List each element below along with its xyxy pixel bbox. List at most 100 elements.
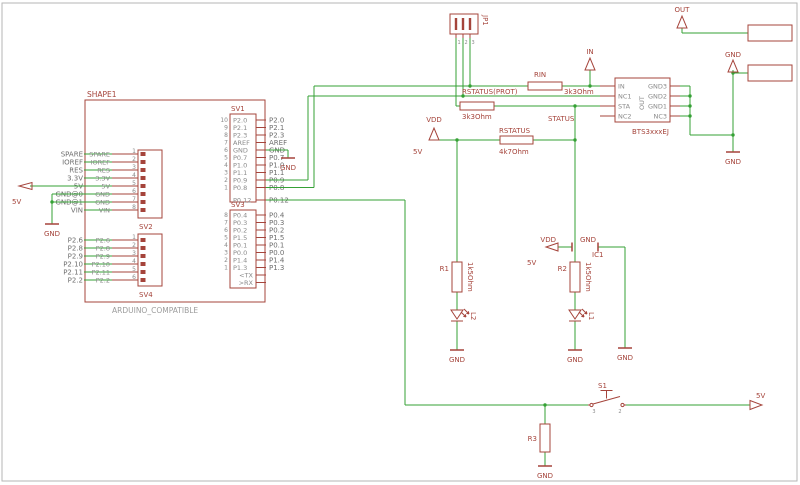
pin-pad	[140, 184, 146, 188]
sv4-pin-rows: 1P2.6P2.62P2.8P2.83P2.9P2.94P2.10P2.105P…	[63, 234, 146, 285]
gnd-label: GND	[567, 356, 583, 364]
shape1-outline	[84, 99, 266, 303]
jp1-pin-number: 3	[472, 40, 475, 46]
in-label: IN	[586, 48, 593, 56]
net-label: P2.8	[68, 245, 83, 253]
resistor-body-rstatus-prot	[459, 101, 495, 111]
gnd-top-right-label: GND	[725, 51, 741, 59]
net-led-chains	[456, 292, 576, 350]
pin-name: IOREF	[91, 159, 111, 167]
ic-value: BTS3xxxEJ	[632, 128, 669, 136]
pin-number: 2	[224, 177, 228, 184]
sv2-outline	[137, 149, 163, 219]
pin-number: 4	[132, 172, 136, 179]
jp1-pads	[454, 18, 472, 30]
ic-outline	[614, 77, 671, 123]
pin-name: VIN	[99, 207, 110, 215]
out-label: OUT	[675, 6, 691, 14]
net-p012	[266, 199, 406, 405]
pin-number: 2	[132, 242, 136, 249]
ic1-gnd-label: GND	[580, 236, 596, 244]
net-right-side	[680, 28, 748, 152]
net-gnd-sv1	[266, 149, 289, 158]
pin-name: P0.2	[233, 227, 247, 235]
net-label: P2.10	[63, 261, 83, 269]
ic1-vdd-label: VDD	[540, 236, 556, 244]
pin-number: 1	[132, 234, 136, 241]
in-arrow-icon	[584, 56, 596, 71]
net-label: P2.2	[68, 277, 83, 285]
r2-value: 1k5Ohm	[584, 262, 592, 292]
gnd-symbols: GND GND GND GND GND GND GND	[44, 151, 741, 480]
ic1-pin-ticks	[571, 242, 599, 252]
pin-pad	[140, 160, 146, 164]
net-label: P1.5	[269, 234, 284, 242]
gnd-label: GND	[725, 158, 741, 166]
pin-number: 7	[224, 220, 228, 227]
s1-contact	[620, 402, 625, 408]
pin-name: >RX	[239, 279, 254, 287]
led-emission-arrows	[460, 308, 470, 318]
pin-number: 8	[224, 212, 228, 219]
net-label: P0.0	[269, 249, 284, 257]
net-label: P1.3	[269, 264, 284, 272]
shape1-value: ARDUINO_COMPATIBLE	[112, 306, 198, 315]
pin-pad	[140, 278, 146, 282]
pin-name: P2.8	[96, 245, 110, 253]
net-label: P2.0	[269, 117, 284, 125]
ic-pin-sta: STA	[618, 103, 631, 111]
pin-number: 3	[224, 250, 228, 257]
junction-dot	[688, 114, 692, 118]
r3-name: R3	[528, 435, 537, 443]
gnd-symbol-bars	[45, 151, 740, 467]
pin-number: 4	[132, 258, 136, 265]
pin-name: GND	[233, 147, 248, 155]
jp1-pin-number: 1	[458, 40, 461, 46]
s1-switch: S1 3 2	[588, 382, 626, 415]
vdd-arrow-icon	[544, 242, 559, 252]
pin-name: 5V	[101, 183, 110, 191]
pin-number: 10	[220, 117, 228, 124]
net-label: VIN	[71, 207, 83, 215]
out-arrow-icon	[676, 14, 688, 29]
net-p09	[266, 96, 309, 181]
rstatus-name: RSTATUS	[499, 127, 531, 135]
5v-right-label: 5V	[756, 392, 765, 400]
ic-pin-nc1: NC1	[618, 93, 632, 101]
junction-dot	[588, 84, 592, 88]
led-triangle	[568, 309, 582, 320]
pin-number: 2	[224, 257, 228, 264]
pin-name: GND	[95, 191, 110, 199]
pin-name: P0.1	[233, 242, 247, 250]
r2-name: R2	[558, 265, 567, 273]
junction-dot	[731, 133, 735, 137]
pin-name: P0.9	[233, 177, 247, 185]
pin-name: GND	[95, 199, 110, 207]
pin-pad	[140, 246, 146, 250]
junction-dot	[573, 138, 577, 142]
ic-pin-nc2: NC2	[618, 113, 632, 121]
sv3-outline	[229, 209, 257, 289]
l1-name: L1	[587, 312, 595, 320]
net-label: P2.11	[63, 269, 83, 277]
pin-name: P2.6	[96, 237, 110, 245]
pin-name: P2.10	[92, 261, 110, 269]
pin-name: P2.1	[233, 124, 247, 132]
resistors: RIN 3k3Ohm RSTATUS(PROT) 3k3Ohm RSTATUS …	[440, 71, 594, 453]
shape1-name: SHAPE1	[87, 90, 117, 99]
net-label: SPARE	[61, 151, 83, 159]
pin-name: P1.0	[233, 162, 247, 170]
jp1-name: JP1	[481, 14, 489, 26]
5v-left-arrow-icon	[17, 181, 33, 191]
pin-name: P2.9	[96, 253, 110, 261]
s1-contact	[589, 402, 594, 408]
net-label: P0.3	[269, 219, 284, 227]
pin-name: P1.1	[233, 169, 247, 177]
net-label: AREF	[269, 139, 287, 147]
ic1-name: IC1	[592, 251, 603, 259]
net-5v-gnd-left	[30, 185, 84, 224]
gnd-label: GND	[617, 354, 633, 362]
